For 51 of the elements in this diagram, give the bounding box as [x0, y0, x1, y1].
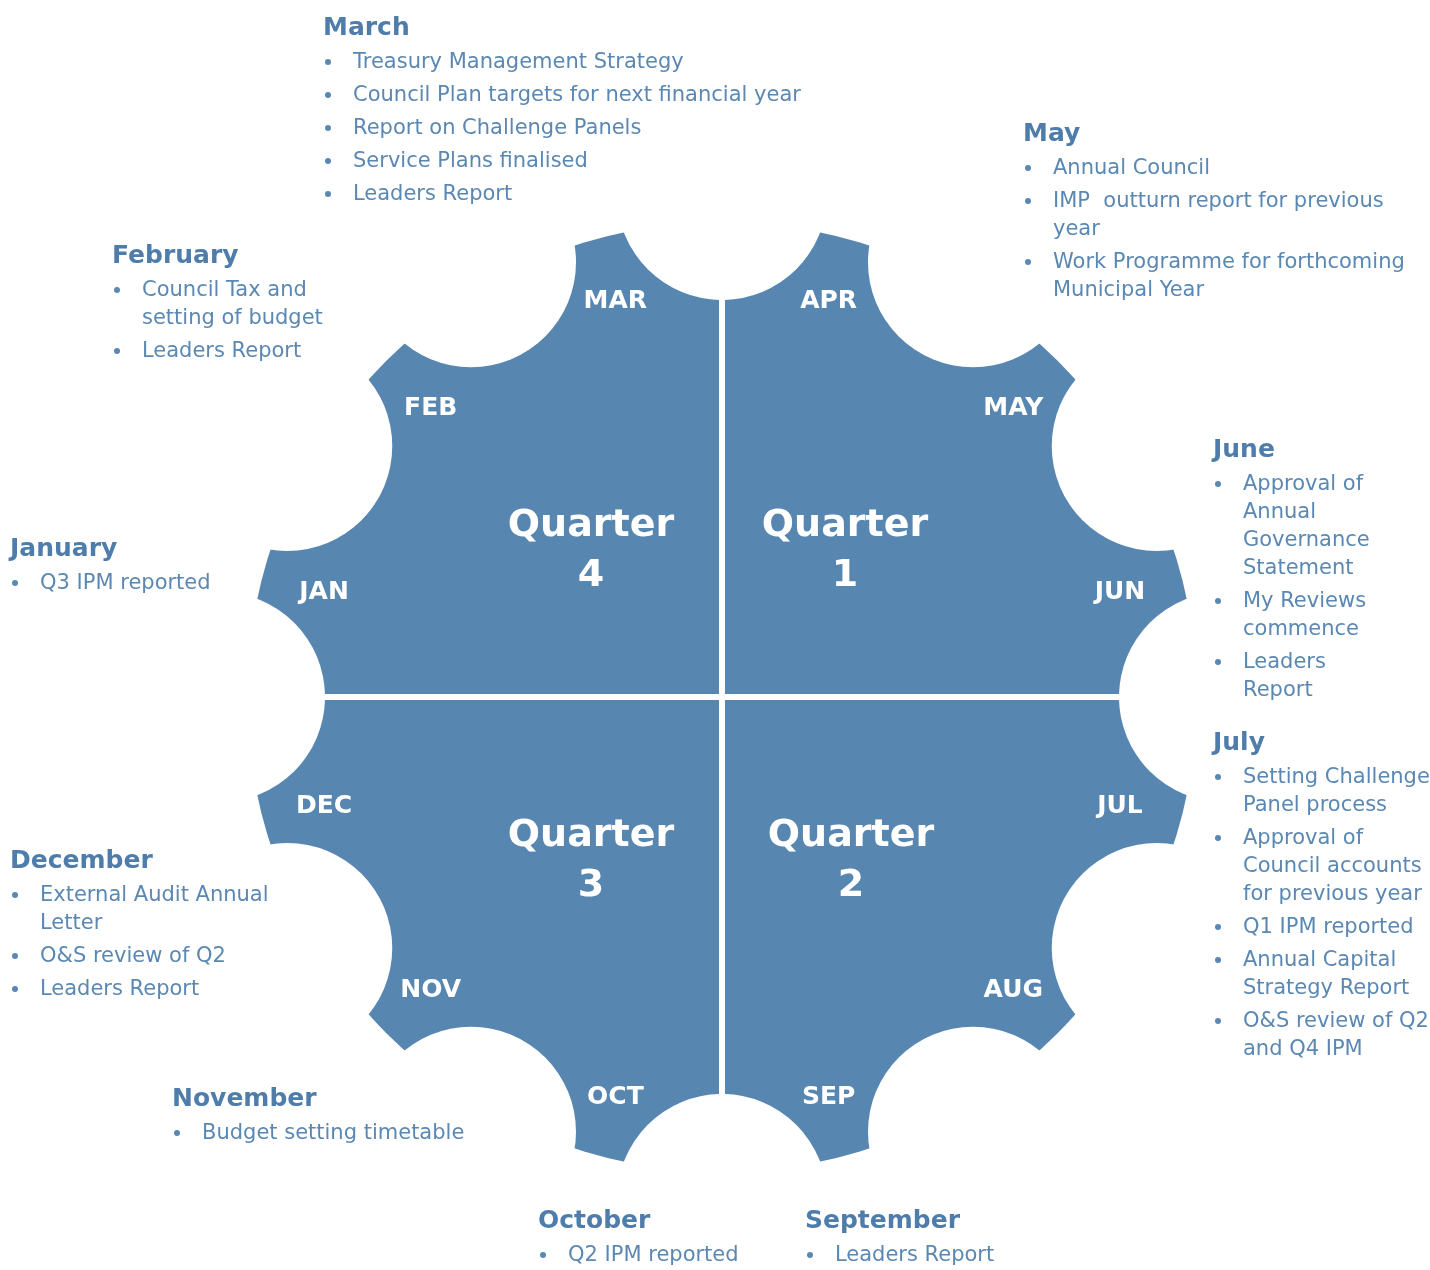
list-item-text: Leaders Report [1243, 648, 1327, 703]
quarter-label: Quarter 1 [760, 500, 930, 597]
list-item-text: Work Programme for forthcoming Municipal Year [1053, 248, 1406, 303]
month-heading: December [10, 845, 153, 875]
list-item-text: Annual Council [1053, 154, 1211, 181]
list-item-text: Q3 IPM reported [40, 569, 211, 596]
list-item-text: Leaders Report [40, 975, 200, 1002]
list-item-text: Approval of Council accounts for previous year [1243, 824, 1423, 907]
month-heading: July [1213, 727, 1265, 757]
list-item-text: Budget setting timetable [202, 1119, 465, 1146]
list-item-text: Q2 IPM reported [568, 1241, 739, 1268]
month-label: APR [800, 284, 858, 314]
month-heading: October [538, 1205, 651, 1235]
month-label: SEP [801, 1080, 856, 1110]
month-heading: May [1023, 118, 1081, 148]
month-label: NOV [400, 973, 462, 1003]
quarter-label: Quarter 4 [506, 500, 676, 597]
month-heading: November [172, 1083, 317, 1113]
month-label: JUN [1094, 575, 1146, 605]
month-heading: January [10, 533, 118, 563]
list-item-text: Leaders Report [353, 180, 513, 207]
month-label: MAR [583, 284, 648, 314]
list-item-text: Setting Challenge Panel process [1243, 763, 1430, 818]
month-label: JUL [1097, 789, 1143, 819]
month-label: AUG [983, 973, 1043, 1003]
month-heading: September [805, 1205, 960, 1235]
month-label: FEB [404, 391, 458, 421]
month-heading: June [1213, 434, 1275, 464]
month-heading: March [323, 12, 410, 42]
list-item-text: IMP outturn report for previous year [1053, 187, 1385, 242]
month-label: MAY [983, 391, 1044, 421]
quarter-label: Quarter 3 [506, 810, 676, 907]
month-label: OCT [587, 1080, 644, 1110]
list-item-text: O&S review of Q2 and Q4 IPM [1243, 1007, 1430, 1062]
month-label: DEC [295, 789, 353, 819]
list-item-text: Q1 IPM reported [1243, 913, 1414, 940]
list-item-text: My Reviews commence [1243, 587, 1368, 642]
list-item-text: Annual Capital Strategy Report [1243, 946, 1411, 1001]
list-item-text: Leaders Report [142, 337, 302, 364]
month-label: JAN [299, 575, 349, 605]
list-item-text: Service Plans finalised [353, 147, 588, 174]
list-item-text: Leaders Report [835, 1241, 995, 1268]
list-item-text: Treasury Management Strategy [353, 48, 684, 75]
list-item-text: Council Tax and setting of budget [142, 276, 324, 331]
list-item-text: O&S review of Q2 [40, 942, 226, 969]
list-item-text: Report on Challenge Panels [353, 114, 642, 141]
month-heading: February [112, 240, 239, 270]
list-item-text: Council Plan targets for next financial year [353, 81, 801, 108]
list-item-text: Approval of Annual Governance Statement [1243, 470, 1371, 581]
list-item-text: External Audit Annual Letter [40, 881, 270, 936]
quarter-label: Quarter 2 [766, 810, 936, 907]
